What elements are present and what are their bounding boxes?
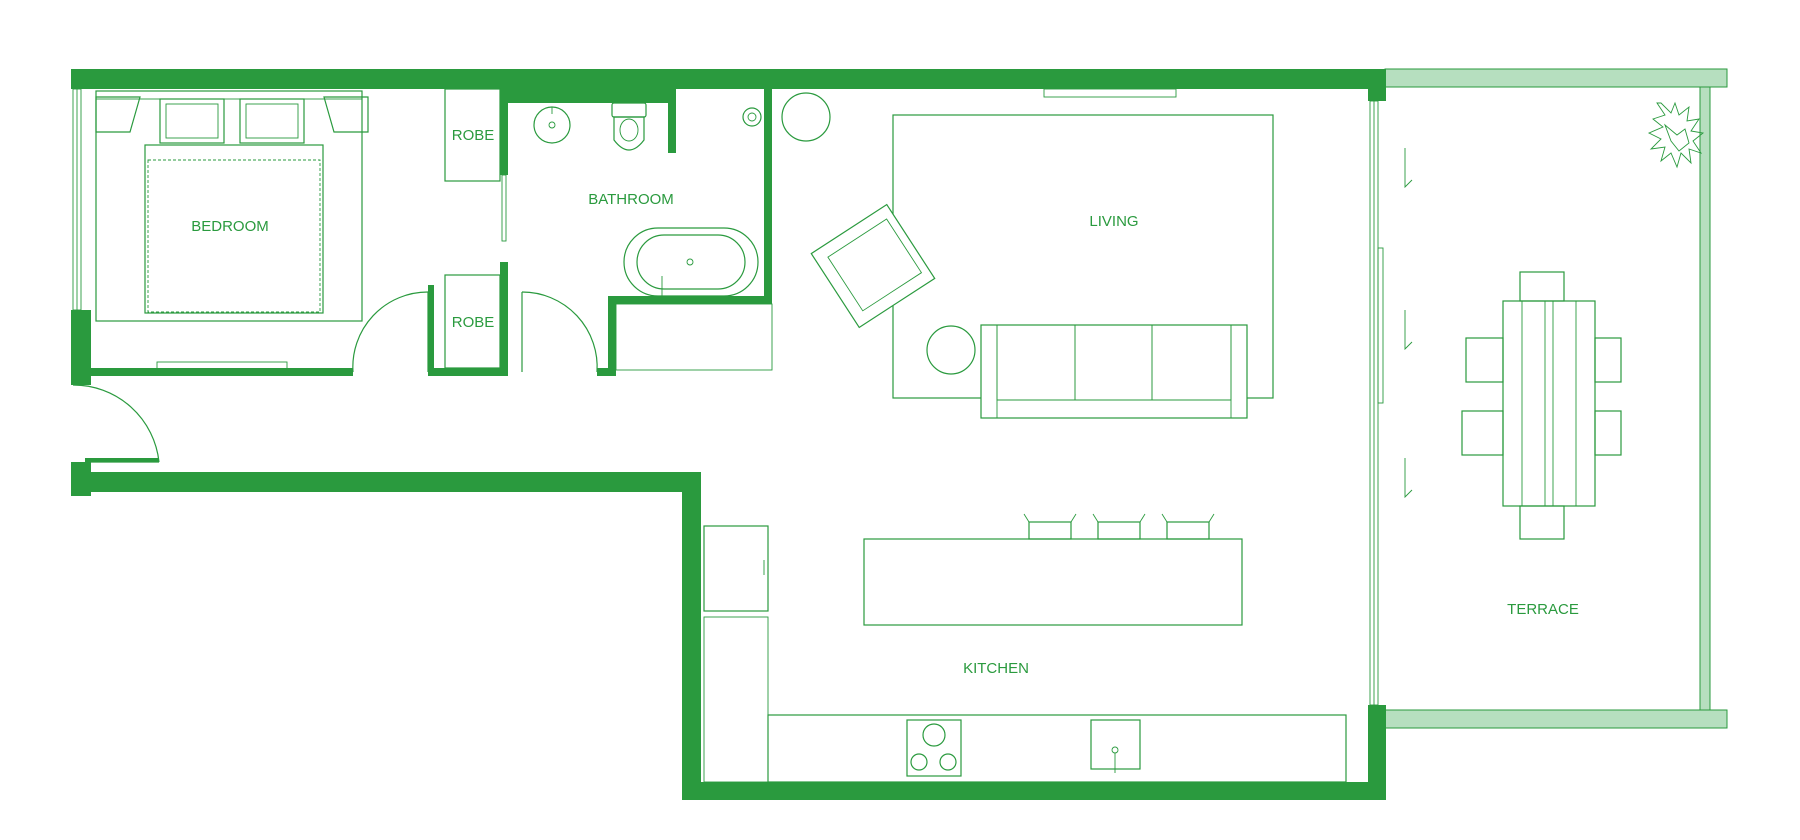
room-label-terrace: TERRACE <box>1507 601 1579 618</box>
room-label-kitchen: KITCHEN <box>963 660 1029 677</box>
robe-bottom <box>444 274 501 369</box>
exterior-walls <box>71 69 1386 800</box>
robe-top <box>444 88 501 182</box>
room-label-living: LIVING <box>1089 213 1138 230</box>
room-label-bathroom: BATHROOM <box>588 191 674 208</box>
terrace-walls <box>1384 68 1728 729</box>
room-label-bedroom: BEDROOM <box>191 218 269 235</box>
room-label-robe-top: ROBE <box>452 127 495 144</box>
room-label-robe-bottom: ROBE <box>452 314 495 331</box>
bedroom-furniture <box>95 90 369 371</box>
plant-icon <box>1647 101 1705 169</box>
doors <box>72 174 598 463</box>
kitchen-furniture <box>703 513 1347 783</box>
interior-walls <box>71 89 772 376</box>
bathroom-fixtures <box>533 102 773 371</box>
terrace-furniture <box>1461 101 1705 540</box>
windows <box>72 88 1413 706</box>
living-furniture <box>781 92 1274 419</box>
